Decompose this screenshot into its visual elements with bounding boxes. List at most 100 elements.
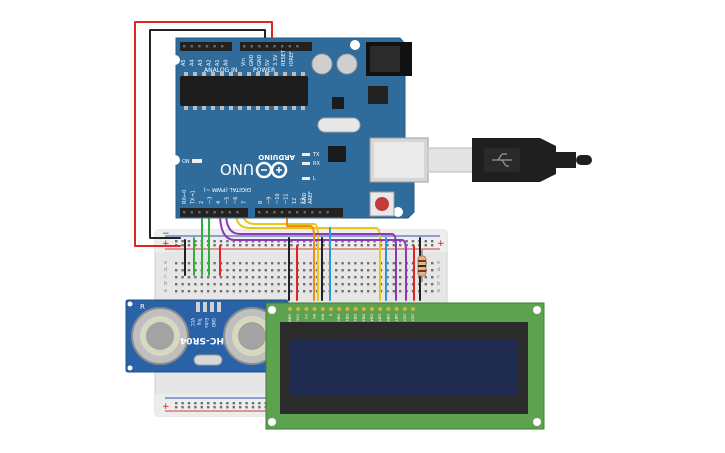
breadboard-hole — [181, 240, 184, 243]
breadboard-hole — [219, 406, 223, 409]
lcd-pin-label: RW — [320, 314, 324, 320]
breadboard-hole — [187, 276, 191, 279]
breadboard-hole — [213, 244, 216, 247]
breadboard-hole — [175, 402, 178, 405]
sensor-pin-label: GND — [211, 318, 216, 327]
breadboard-hole — [367, 269, 370, 272]
breadboard-hole — [360, 262, 363, 265]
breadboard-hole — [411, 244, 415, 247]
breadboard-hole — [424, 244, 427, 247]
breadboard-hole — [277, 269, 280, 272]
breadboard-hole — [207, 276, 210, 279]
ioref-header — [298, 42, 312, 51]
lcd-pin — [312, 307, 317, 311]
power-pin-label: GND — [257, 54, 263, 66]
breadboard-hole — [187, 402, 191, 405]
breadboard-hole — [258, 276, 261, 279]
breadboard-hole — [367, 283, 370, 286]
lcd-pin — [345, 307, 350, 311]
mount-hole-2 — [170, 55, 180, 65]
breadboard-hole — [264, 283, 267, 286]
breadboard-row-label: e — [164, 260, 167, 266]
chip-pin — [229, 106, 233, 110]
breadboard-hole — [271, 262, 274, 265]
breadboard-hole — [373, 269, 376, 272]
breadboard-hole — [309, 276, 312, 279]
breadboard-hole — [290, 262, 293, 265]
breadboard-hole — [258, 402, 261, 405]
breadboard-hole — [187, 240, 191, 243]
breadboard-hole — [360, 283, 363, 286]
breadboard-hole — [181, 269, 184, 272]
breadboard-row-label: b — [437, 281, 440, 287]
header-pin — [221, 211, 224, 214]
breadboard-hole — [341, 283, 344, 286]
breadboard-hole — [271, 244, 274, 247]
header-pin — [250, 45, 253, 48]
digital-pin-label: ~9 — [267, 197, 273, 204]
header-pin — [280, 211, 284, 214]
header-pin — [183, 211, 186, 214]
breadboard-hole — [283, 276, 287, 279]
breadboard-hole — [290, 276, 293, 279]
breadboard-hole — [335, 244, 338, 247]
breadboard-hole — [251, 262, 255, 265]
transducer-left — [131, 307, 189, 365]
lcd-pin-label: V0 — [304, 314, 308, 319]
breadboard-hole — [341, 276, 344, 279]
breadboard-hole — [399, 276, 402, 279]
breadboard-hole — [251, 283, 255, 286]
breadboard-hole — [399, 269, 402, 272]
sensor-label: HC-SR04 — [180, 335, 224, 345]
mount-hole-4 — [393, 207, 403, 217]
chip-pin — [193, 106, 197, 110]
breadboard-hole — [251, 269, 255, 272]
breadboard-hole — [181, 406, 184, 409]
breadboard-hole — [239, 290, 242, 293]
breadboard-hole — [373, 283, 376, 286]
breadboard-hole — [207, 402, 210, 405]
sensor-hole-2 — [127, 365, 133, 371]
l-label: L — [313, 176, 316, 182]
breadboard-hole — [386, 244, 389, 247]
reset-button-cap[interactable] — [375, 197, 389, 211]
analog-pin-label: A4 — [190, 59, 196, 66]
wire-gnd-black — [149, 29, 266, 239]
breadboard-hole — [200, 402, 203, 405]
chip-pin — [184, 72, 188, 76]
breadboard-hole — [213, 290, 216, 293]
breadboard-hole — [399, 283, 402, 286]
breadboard-row-label: e — [437, 260, 440, 266]
breadboard-hole — [296, 244, 299, 247]
lcd-hole-2 — [533, 306, 541, 314]
breadboard-hole — [200, 283, 203, 286]
breadboard-hole — [239, 276, 242, 279]
breadboard-hole — [347, 276, 351, 279]
breadboard-hole — [232, 276, 235, 279]
breadboard-hole — [303, 244, 306, 247]
mount-hole-3 — [170, 155, 180, 165]
lcd-pin-label: GND — [288, 314, 292, 322]
led-on — [192, 159, 202, 163]
lcd-pin — [288, 307, 292, 311]
chip-pin — [202, 106, 206, 110]
rail-plus-label-bottom: + — [162, 402, 170, 412]
breadboard-hole — [213, 240, 216, 243]
breadboard-hole — [399, 262, 402, 265]
breadboard-hole — [175, 276, 178, 279]
chip-pin — [202, 72, 206, 76]
wires — [134, 21, 421, 301]
chip-pin — [220, 72, 224, 76]
lcd-pin-label: LED — [411, 314, 415, 321]
header-pin — [243, 45, 246, 48]
breadboard-hole — [219, 402, 223, 405]
lcd-pin — [296, 307, 301, 311]
breadboard-hole — [181, 244, 184, 247]
chip-pin — [193, 72, 197, 76]
breadboard-hole — [226, 269, 229, 272]
breadboard-hole — [219, 276, 223, 279]
lcd-pin — [386, 307, 391, 311]
analog-pin-label: A2 — [207, 59, 213, 66]
breadboard-hole — [347, 240, 351, 243]
breadboard-hole — [354, 240, 357, 243]
